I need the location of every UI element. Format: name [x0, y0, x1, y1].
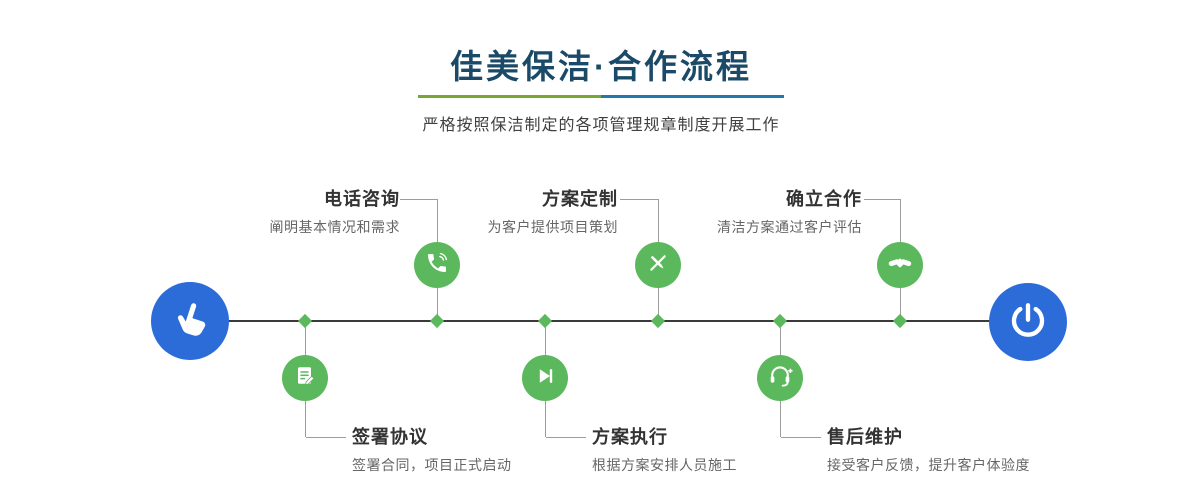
step-node-confirm-cooperation: [877, 242, 923, 288]
connector-line: [620, 199, 658, 200]
play-icon: [533, 364, 557, 393]
step-desc: 签署合同，项目正式启动: [352, 457, 512, 473]
connector-line: [400, 199, 437, 200]
contract-icon: [293, 364, 317, 393]
connector-line: [864, 199, 900, 200]
title-divider: [418, 95, 784, 98]
step-node-after-sales: [757, 355, 803, 401]
step-node-sign-agreement: [282, 355, 328, 401]
step-node-phone-consult: [414, 242, 460, 288]
power-icon: [1008, 300, 1048, 345]
step-desc: 根据方案安排人员施工: [592, 457, 737, 473]
page-subtitle: 严格按照保洁制定的各项管理规章制度开展工作: [422, 117, 780, 134]
divider-blue-segment: [601, 95, 784, 98]
step-plan-execute: 方案执行 根据方案安排人员施工: [592, 424, 842, 475]
step-title: 方案执行: [592, 427, 668, 447]
connector-line: [546, 437, 586, 438]
timeline-main-line: [190, 320, 1030, 322]
timeline-start-circle: [151, 282, 229, 360]
step-desc: 为客户提供项目策划: [487, 219, 618, 235]
divider-green-segment: [418, 95, 601, 98]
step-title: 签署协议: [352, 427, 428, 447]
step-title: 电话咨询: [324, 189, 400, 209]
step-node-plan-execute: [522, 355, 568, 401]
timeline-node-marker: [650, 313, 666, 329]
step-desc: 接受客户反馈，提升客户体验度: [827, 457, 1030, 473]
step-sign-agreement: 签署协议 签署合同，项目正式启动: [352, 424, 602, 475]
step-after-sales: 售后维护 接受客户反馈，提升客户体验度: [827, 424, 1077, 475]
page-title: 佳美保洁·合作流程: [450, 48, 752, 85]
timeline-node-marker: [892, 313, 908, 329]
step-title: 售后维护: [827, 427, 903, 447]
connector-line: [306, 437, 346, 438]
step-title: 方案定制: [542, 189, 618, 209]
connector-line: [781, 437, 821, 438]
pointer-hand-icon: [163, 292, 217, 350]
step-desc: 阐明基本情况和需求: [269, 219, 400, 235]
headset-icon: [767, 363, 793, 394]
phone-icon: [425, 251, 449, 280]
step-plan-custom: 方案定制 为客户提供项目策划: [408, 186, 618, 237]
step-title: 确立合作: [786, 189, 862, 209]
handshake-icon: [887, 250, 913, 281]
timeline-node-marker: [537, 313, 553, 329]
timeline-end-circle: [989, 283, 1067, 361]
step-confirm-cooperation: 确立合作 清洁方案通过客户评估: [652, 186, 862, 237]
step-phone-consult: 电话咨询 阐明基本情况和需求: [190, 186, 400, 237]
step-node-plan-custom: [635, 242, 681, 288]
timeline-node-marker: [772, 313, 788, 329]
timeline-node-marker: [297, 313, 313, 329]
timeline-node-marker: [429, 313, 445, 329]
step-desc: 清洁方案通过客户评估: [717, 219, 862, 235]
design-pencil-icon: [646, 251, 670, 280]
